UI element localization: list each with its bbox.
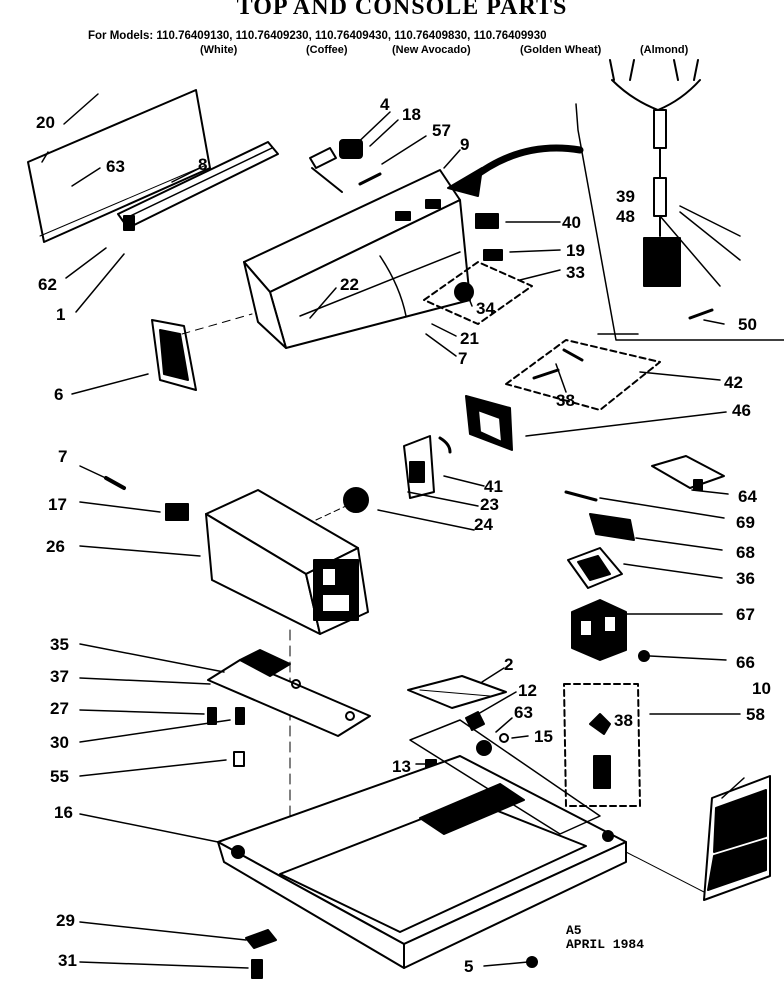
leader-lines [41,93,745,969]
part-9-console [243,169,471,349]
part-16-top [217,719,627,969]
callout-63: 63 [106,157,125,176]
callout-2: 2 [504,655,514,674]
callout-58: 58 [746,705,765,724]
callout-17: 17 [48,495,67,514]
callout-37: 37 [50,667,69,686]
variant-golden-wheat: (Golden Wheat) [520,44,602,56]
callout-4: 4 [380,95,390,114]
part-42-bracket [505,339,661,411]
callout-15: 15 [534,727,553,746]
callout-33: 33 [566,263,585,282]
callout-18: 18 [402,105,421,124]
part-67-switch-block [571,599,650,662]
part-27-screw [207,707,217,725]
part-31-screw [251,959,263,979]
part-40-pad [475,213,499,229]
diagram-title: TOP AND CONSOLE PARTS [236,0,568,20]
part-46-frame [465,395,513,451]
callout-12: 12 [518,681,537,700]
part-68-switch [589,513,635,541]
part-35-strap [207,649,371,737]
drawing-date: APRIL 1984 [566,937,645,952]
variant-almond: (Almond) [640,44,689,56]
callout-16: 16 [54,803,73,822]
part-62-back-plate [27,89,211,243]
callout-22: 22 [340,275,359,294]
callout-63-lower: 63 [514,703,533,722]
part-29-clip [245,929,277,949]
callout-20: 20 [36,113,55,132]
callout-48: 48 [616,207,635,226]
callout-36: 36 [736,569,755,588]
part-63-nut [476,740,492,756]
part-30-screw [235,707,245,725]
callout-13: 13 [392,757,411,776]
callout-6: 6 [54,385,64,404]
callout-68: 68 [736,543,755,562]
part-55-clip [233,751,245,767]
part-15-washer [499,733,509,743]
callout-5: 5 [464,957,474,976]
variant-white: (White) [200,44,238,56]
callout-1: 1 [56,305,66,324]
variant-coffee: (Coffee) [306,44,348,56]
callout-24: 24 [474,515,493,534]
part-24-knob [315,487,369,521]
callout-38-lower: 38 [614,711,633,730]
callout-26: 26 [46,537,65,556]
part-1-rail-bracket [117,141,279,231]
part-10-grille [703,775,771,901]
part-23-timer [403,435,452,499]
callout-29: 29 [56,911,75,930]
variant-new-avocado: (New Avocado) [392,44,471,56]
callout-8: 8 [198,155,208,174]
callout-10: 10 [752,679,771,698]
callout-23: 23 [480,495,499,514]
callout-50: 50 [738,315,757,334]
part-2-cover [407,675,507,709]
models-line: For Models: 110.76409130, 110.76409230, … [88,30,547,42]
part-17-clip [165,503,189,521]
callout-66: 66 [736,653,755,672]
callout-35: 35 [50,635,69,654]
part-69-screw [564,490,598,502]
callout-30: 30 [50,733,69,752]
callout-41: 41 [484,477,503,496]
part-64-pad [651,455,725,491]
callout-40: 40 [562,213,581,232]
callout-64: 64 [738,487,757,506]
callout-42: 42 [724,373,743,392]
part-36-bezel [567,547,623,589]
part-57-screw [358,172,382,186]
harness-pointer-arrow [447,144,584,197]
callout-39: 39 [616,187,635,206]
part-58-group [563,683,641,807]
callout-55: 55 [50,767,69,786]
wiring-harness-box [575,59,784,341]
part-19-pad [483,249,503,261]
callout-67: 67 [736,605,755,624]
callout-9: 9 [460,135,470,154]
callout-38-upper: 38 [556,391,575,410]
callout-21: 21 [460,329,479,348]
callout-19: 19 [566,241,585,260]
callout-34: 34 [476,299,495,318]
part-6-end-cap [151,319,197,391]
part-4-clip [309,147,343,193]
drawing-code: A5 [566,923,582,938]
callout-7-lower: 7 [58,447,68,466]
callout-62: 62 [38,275,57,294]
callout-31: 31 [58,951,77,970]
part-26-console-housing [205,489,369,635]
callout-7-upper: 7 [458,349,468,368]
callout-57: 57 [432,121,451,140]
callout-46: 46 [732,401,751,420]
part-12-clip [465,711,485,731]
callout-27: 27 [50,699,69,718]
callout-69: 69 [736,513,755,532]
